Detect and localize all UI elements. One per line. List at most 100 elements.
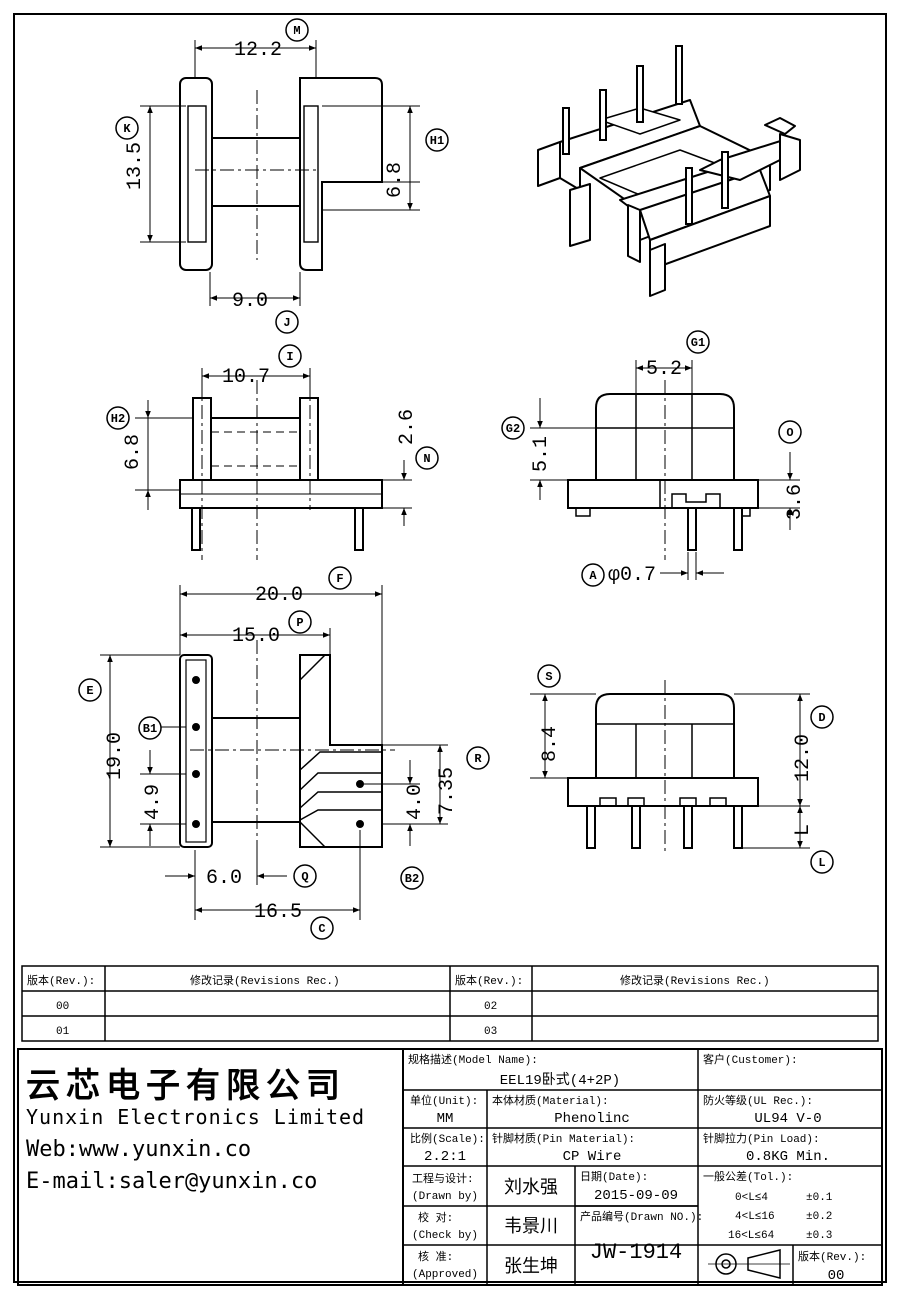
dim-side-height: 6.8	[122, 434, 145, 470]
dim-top-height: 13.5	[124, 142, 147, 190]
revision-table-text: 版本(Rev.): 修改记录(Revisions Rec.) 版本(Rev.):…	[27, 973, 770, 1038]
bottom-view-dims	[100, 585, 448, 920]
scale-value: 2.2:1	[424, 1149, 466, 1165]
top-view	[179, 77, 383, 271]
drawno-label: 产品编号(Drawn NO.):	[580, 1209, 703, 1224]
label-b1: B1	[143, 722, 157, 736]
dim-end-d: 12.0	[792, 734, 815, 782]
unit-value: MM	[437, 1111, 454, 1127]
front-view	[567, 380, 759, 560]
pinmat-value: CP Wire	[563, 1149, 622, 1165]
iso-pins	[562, 45, 729, 225]
approved-by-value: 张生坤	[504, 1256, 558, 1277]
rev-row-00: 00	[56, 1001, 69, 1013]
dim-top-width: 12.2	[234, 39, 282, 62]
dim-end-s: 8.4	[539, 726, 562, 762]
rec-col-right: 修改记录(Revisions Rec.)	[620, 973, 770, 988]
rec-col-left: 修改记录(Revisions Rec.)	[190, 973, 340, 988]
ul-value: UL94 V-0	[754, 1111, 821, 1127]
date-value: 2015-09-09	[594, 1188, 678, 1204]
label-h1: H1	[430, 134, 444, 148]
dim-bottom-offset: 6.0	[206, 867, 242, 890]
company-name-en: Yunxin Electronics Limited	[26, 1105, 365, 1129]
label-f: F	[336, 572, 343, 586]
end-view	[567, 680, 759, 855]
model-value: EEL19卧式(4+2P)	[500, 1072, 620, 1089]
side-view	[179, 380, 383, 560]
tol-range-2: 4<L≤16	[735, 1211, 775, 1223]
check-label-en: (Check by)	[412, 1230, 478, 1242]
projection-symbol-icon	[708, 1249, 790, 1279]
label-o: O	[786, 426, 793, 440]
end-view-dims	[530, 693, 810, 849]
scale-label: 比例(Scale):	[410, 1131, 485, 1146]
revision-table	[21, 965, 879, 1042]
dim-bottom-pinrow: 16.5	[254, 901, 302, 924]
dim-front-base: 3.6	[784, 484, 807, 520]
dim-front-width: 5.2	[646, 358, 682, 381]
unit-label: 单位(Unit):	[410, 1093, 478, 1108]
label-r: R	[474, 752, 482, 766]
dim-top-step: 6.8	[384, 162, 407, 198]
company-name-cn: 云芯电子有限公司	[26, 1066, 346, 1106]
drawn-label: 工程与设计:	[412, 1172, 474, 1186]
tol-value-2: ±0.2	[806, 1211, 832, 1223]
rev-row-02: 02	[484, 1001, 497, 1013]
material-label: 本体材质(Material):	[492, 1093, 609, 1108]
title-block-frame	[17, 1048, 883, 1286]
circle-label-text: M K H1 J I H2 N G1 G2 O A F P E B1 Q C R…	[86, 24, 825, 936]
drawing-number: JW-1914	[590, 1240, 682, 1265]
dim-pin-diameter: φ0.7	[608, 564, 656, 587]
label-d: D	[818, 711, 825, 725]
label-b2: B2	[405, 872, 419, 886]
bottom-view	[179, 640, 395, 865]
label-n: N	[423, 452, 430, 466]
model-label: 规格描述(Model Name):	[408, 1052, 538, 1067]
label-m: M	[293, 24, 300, 38]
pinload-value: 0.8KG Min.	[746, 1149, 830, 1165]
label-a: A	[589, 569, 597, 583]
dim-bottom-total: 20.0	[255, 584, 303, 607]
rev-row-03: 03	[484, 1026, 497, 1038]
label-e: E	[86, 684, 93, 698]
tol-range-3: 16<L≤64	[728, 1230, 775, 1242]
dim-side-flange: 2.6	[396, 409, 419, 445]
dim-bottom-b2: 4.0	[404, 784, 427, 820]
label-q: Q	[301, 870, 308, 884]
tolerance-label: 一般公差(Tol.):	[703, 1169, 793, 1184]
company-block: 云芯电子有限公司 Yunxin Electronics Limited Web:…	[26, 1066, 365, 1194]
label-k: K	[123, 122, 131, 136]
label-c: C	[318, 922, 325, 936]
dim-bottom-body: 15.0	[232, 625, 280, 648]
company-email: E-mail:saler@yunxin.co	[26, 1169, 317, 1194]
dim-side-width: 10.7	[222, 366, 270, 389]
pinmat-label: 针脚材质(Pin Material):	[492, 1131, 635, 1146]
approved-label: 核 准:	[418, 1249, 453, 1264]
check-by-value: 韦景川	[504, 1216, 558, 1237]
material-value: Phenolinc	[554, 1111, 630, 1127]
rev-col-left: 版本(Rev.):	[27, 973, 95, 988]
circle-labels	[78, 18, 834, 940]
drawn-by-value: 刘水强	[504, 1177, 558, 1198]
rev-label: 版本(Rev.):	[798, 1249, 866, 1264]
tol-value-1: ±0.1	[806, 1192, 833, 1204]
dim-bottom-height: 19.0	[104, 732, 127, 780]
tol-value-3: ±0.3	[806, 1230, 832, 1242]
company-web: Web:www.yunxin.co	[26, 1137, 251, 1162]
tol-range-1: 0<L≤4	[735, 1192, 768, 1204]
label-s: S	[545, 670, 552, 684]
rev-value: 00	[828, 1268, 845, 1284]
date-label: 日期(Date):	[580, 1170, 648, 1184]
pinload-label: 针脚拉力(Pin Load):	[703, 1131, 820, 1146]
label-p: P	[296, 616, 303, 630]
ul-label: 防火等级(UL Rec.):	[703, 1093, 813, 1108]
dim-bottom-pitch: 4.9	[142, 784, 165, 820]
label-l: L	[818, 856, 825, 870]
label-h2: H2	[111, 412, 125, 426]
customer-label: 客户(Customer):	[703, 1052, 798, 1067]
rev-col-right: 版本(Rev.):	[455, 973, 523, 988]
top-view-dims	[140, 40, 420, 306]
dimension-values: 12.2 13.5 6.8 9.0 10.7 6.8 2.6 5.2 5.1 3…	[104, 39, 815, 924]
iso-view	[537, 99, 801, 297]
